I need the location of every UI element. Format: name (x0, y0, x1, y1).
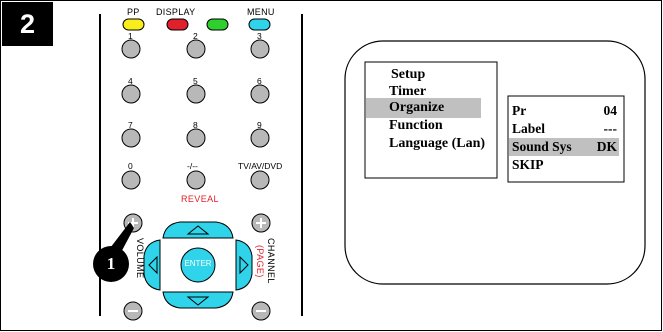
menu-item-organize[interactable]: Organize (366, 98, 481, 118)
enter-label: ENTER (184, 259, 212, 268)
reveal-label: REVEAL (181, 194, 219, 204)
key-dash-button[interactable] (186, 170, 206, 190)
submenu-label-label: Label (512, 121, 546, 136)
channel-up-plus-icon (256, 218, 266, 228)
channel-page-label: (PAGE) (255, 245, 265, 278)
menu-label: MENU (247, 7, 275, 17)
nav-right-arrow-icon (239, 255, 249, 275)
submenu-row-skip[interactable]: SKIP (509, 156, 619, 174)
menu-item-language[interactable]: Language (Lan) (389, 136, 486, 151)
key-tv-av-dvd-button[interactable] (250, 170, 270, 190)
key-6-label: 6 (257, 76, 262, 86)
key-5-label: 5 (193, 76, 198, 86)
green-button[interactable] (206, 18, 229, 31)
key-6-button[interactable] (250, 84, 270, 104)
display-button[interactable] (166, 18, 189, 31)
main-menu: Setup Timer Organize Function Language (… (366, 63, 496, 177)
callout-number: 1 (106, 254, 116, 273)
menu-item-function[interactable]: Function (389, 118, 443, 133)
organize-submenu: Pr 04 Label --- Sound Sys DK SKIP (509, 97, 623, 181)
step-number-badge: 2 (2, 2, 53, 46)
menu-item-timer[interactable]: Timer (389, 84, 427, 99)
key-3-label: 3 (257, 31, 262, 41)
submenu-value-pr: 04 (603, 103, 618, 118)
key-5-button[interactable] (186, 84, 206, 104)
key-tv-av-dvd-label: TV/AV/DVD (238, 161, 283, 171)
pp-label: PP (127, 7, 140, 17)
enter-button[interactable] (180, 247, 216, 283)
submenu-row-pr[interactable]: Pr 04 (509, 102, 619, 120)
key-dash-label: -/-- (187, 161, 198, 171)
pp-button[interactable] (122, 18, 145, 31)
volume-label: VOLUME (135, 238, 145, 279)
key-7-button[interactable] (121, 128, 141, 148)
submenu-label-sound-sys: Sound Sys (512, 139, 572, 154)
key-1-label: 1 (128, 31, 133, 41)
key-8-button[interactable] (186, 128, 206, 148)
display-label: DISPLAY (156, 7, 196, 17)
key-0-label: 0 (128, 161, 133, 171)
key-4-button[interactable] (121, 84, 141, 104)
key-2-button[interactable] (186, 39, 206, 59)
nav-left-arrow-icon (148, 255, 158, 275)
submenu-value-label: --- (603, 121, 618, 136)
menu-item-setup[interactable]: Setup (391, 67, 426, 82)
key-4-label: 4 (128, 76, 133, 86)
key-3-button[interactable] (250, 39, 270, 59)
key-1-button[interactable] (121, 39, 141, 59)
callout-badge (93, 246, 129, 282)
nav-up-arrow-icon (186, 225, 210, 235)
submenu-value-sound-sys: DK (596, 139, 617, 154)
submenu-row-sound-sys[interactable]: Sound Sys DK (509, 138, 619, 156)
submenu-label-skip: SKIP (512, 157, 544, 172)
menu-button[interactable] (248, 18, 271, 31)
key-9-label: 9 (257, 120, 262, 130)
key-7-label: 7 (128, 120, 133, 130)
key-2-label: 2 (193, 31, 198, 41)
key-9-button[interactable] (250, 128, 270, 148)
key-0-button[interactable] (121, 170, 141, 190)
submenu-label-pr: Pr (512, 103, 527, 118)
key-8-label: 8 (193, 120, 198, 130)
main-menu-box (364, 61, 498, 179)
channel-label: CHANNEL (266, 238, 276, 284)
submenu-row-label[interactable]: Label --- (509, 120, 619, 138)
nav-down-arrow-icon (186, 296, 210, 306)
